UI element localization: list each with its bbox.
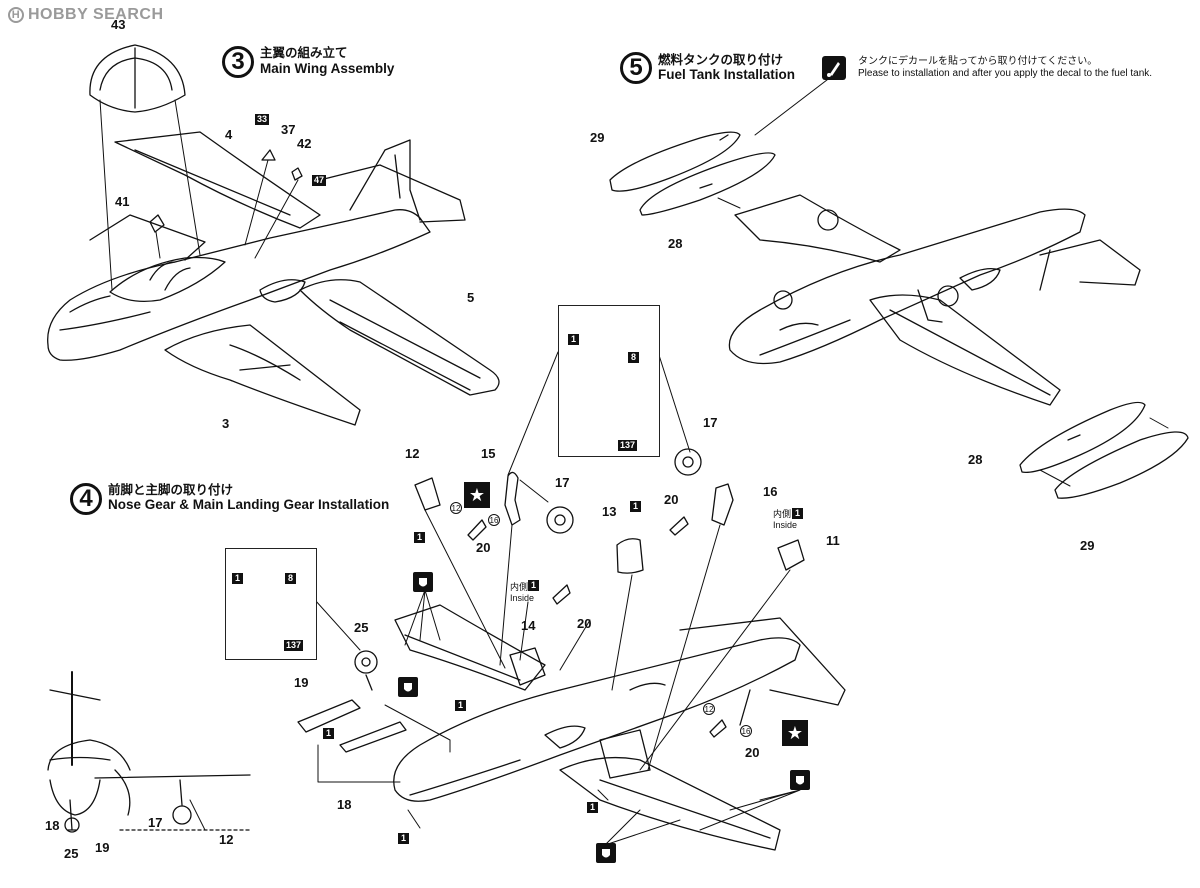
part-label-17-right: 17 bbox=[703, 415, 718, 430]
part-label-20-b: 20 bbox=[664, 492, 679, 507]
inside-label-en-left: Inside bbox=[510, 593, 535, 603]
step4-small-parts-illustration bbox=[297, 448, 805, 783]
step4-title-jp: 前脚と主脚の取り付け bbox=[108, 482, 234, 497]
part-label-28-lower: 28 bbox=[968, 452, 983, 467]
side-view-aircraft-illustration bbox=[47, 671, 251, 833]
step4-aircraft-illustration bbox=[393, 601, 846, 851]
part-label-1-detail-left: 1 bbox=[232, 573, 243, 584]
step3-aircraft-illustration bbox=[47, 44, 500, 426]
part-label-1-under-12: 1 bbox=[414, 532, 425, 543]
watermark: H HOBBY SEARCH bbox=[8, 6, 164, 24]
part-label-19: 19 bbox=[294, 675, 309, 690]
part-label-47: 47 bbox=[312, 175, 327, 186]
inside-label-jp-left: 内側 bbox=[510, 583, 529, 593]
watermark-text: HOBBY SEARCH bbox=[28, 6, 164, 23]
screw-hole-icon-2 bbox=[398, 677, 418, 697]
part-label-20-a: 20 bbox=[476, 540, 491, 555]
part-label-1-inside-left: 1 bbox=[528, 580, 539, 591]
step5-title-jp: 燃料タンクの取り付け bbox=[658, 52, 784, 67]
decal-note-jp: タンクにデカールを貼ってから取り付けてください。 bbox=[858, 56, 1098, 67]
screw-hole-icon-4 bbox=[596, 843, 616, 863]
inside-label-en-right: Inside bbox=[773, 520, 798, 530]
part-label-8-detail-left: 8 bbox=[285, 573, 296, 584]
step3-number-badge: 3 bbox=[222, 46, 254, 78]
part-label-13: 13 bbox=[602, 504, 617, 519]
step4-title-en: Nose Gear & Main Landing Gear Installati… bbox=[108, 497, 390, 512]
part-label-18-side: 18 bbox=[45, 818, 60, 833]
part-label-1-bottom-center: 1 bbox=[587, 802, 598, 813]
main-wheel-detail-box bbox=[558, 305, 660, 457]
part-label-41: 41 bbox=[115, 194, 130, 209]
part-label-43: 43 bbox=[111, 17, 126, 32]
step5-aircraft-illustration bbox=[609, 69, 1189, 499]
part-label-12-circled-right: 12 bbox=[703, 703, 715, 715]
part-label-14: 14 bbox=[521, 618, 536, 633]
part-label-17-side: 17 bbox=[148, 815, 163, 830]
step3-title-en: Main Wing Assembly bbox=[260, 61, 395, 76]
part-label-29-lower: 29 bbox=[1080, 538, 1095, 553]
part-label-11: 11 bbox=[826, 533, 840, 548]
part-label-19-side: 19 bbox=[95, 840, 110, 855]
part-label-1-near-13: 1 bbox=[630, 501, 641, 512]
step4-number-badge: 4 bbox=[70, 483, 102, 515]
part-label-25: 25 bbox=[354, 620, 369, 635]
part-label-16: 16 bbox=[763, 484, 778, 499]
star-marker-icon: ★ bbox=[464, 482, 490, 508]
part-label-29-upper: 29 bbox=[590, 130, 605, 145]
inside-label-jp-right: 内側 bbox=[773, 510, 792, 520]
part-label-15: 15 bbox=[481, 446, 496, 461]
part-label-16-circled: 16 bbox=[488, 514, 500, 526]
part-label-17-left: 17 bbox=[555, 475, 570, 490]
part-label-137-detail-left: 137 bbox=[284, 640, 304, 651]
part-label-1-near-18: 1 bbox=[323, 728, 334, 739]
screw-hole-icon-1 bbox=[413, 572, 433, 592]
step5-title-en: Fuel Tank Installation bbox=[658, 67, 796, 82]
nose-wheel-detail-box bbox=[225, 548, 317, 660]
part-label-137-detail-right: 137 bbox=[618, 440, 638, 451]
step3-title-jp: 主翼の組み立て bbox=[260, 45, 348, 60]
part-label-28-upper: 28 bbox=[668, 236, 683, 251]
part-label-1-near-19: 1 bbox=[455, 700, 466, 711]
part-label-37: 37 bbox=[281, 122, 296, 137]
part-label-1-bottom-left: 1 bbox=[398, 833, 409, 844]
part-label-20-c: 20 bbox=[577, 616, 592, 631]
part-label-18: 18 bbox=[337, 797, 352, 812]
part-label-3: 3 bbox=[222, 416, 230, 431]
part-label-5: 5 bbox=[467, 290, 475, 305]
part-label-16-circled-right: 16 bbox=[740, 725, 752, 737]
part-label-12-circled: 12 bbox=[450, 502, 462, 514]
part-label-25-side: 25 bbox=[64, 846, 79, 861]
watermark-logo-icon: H bbox=[8, 7, 24, 23]
screw-hole-icon-3 bbox=[790, 770, 810, 790]
part-label-33: 33 bbox=[255, 114, 270, 125]
part-label-8-detail-right: 8 bbox=[628, 352, 639, 363]
part-label-4: 4 bbox=[225, 127, 233, 142]
part-label-42: 42 bbox=[297, 136, 312, 151]
step5-number-badge: 5 bbox=[620, 52, 652, 84]
star-marker-icon-right: ★ bbox=[782, 720, 808, 746]
decal-note-en: Please to installation and after you app… bbox=[858, 68, 1153, 79]
part-label-12-side: 12 bbox=[219, 832, 234, 847]
part-label-20-d: 20 bbox=[745, 745, 760, 760]
part-label-1-detail-right: 1 bbox=[568, 334, 579, 345]
screw-hole-leaders bbox=[404, 589, 801, 846]
part-label-1-inside-right: 1 bbox=[792, 508, 803, 519]
decal-warning-icon bbox=[822, 56, 846, 80]
part-label-12: 12 bbox=[405, 446, 420, 461]
